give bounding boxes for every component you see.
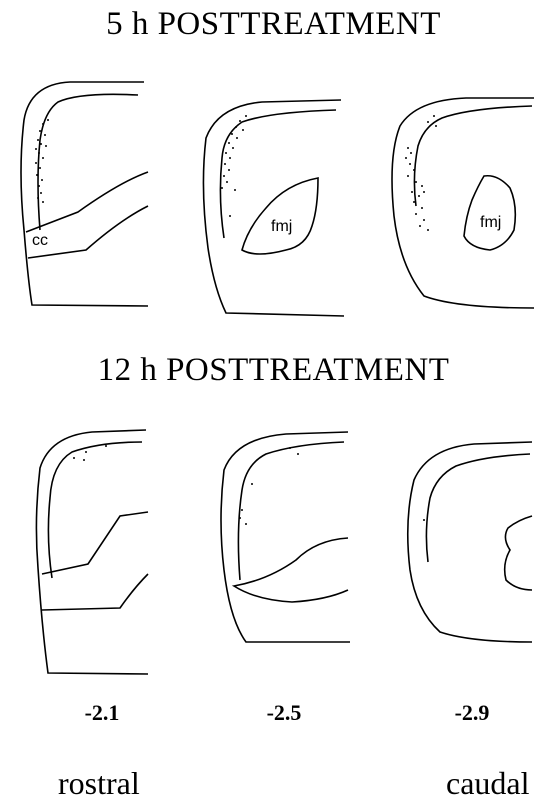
- coordinate-rostral: -2.1: [62, 700, 142, 726]
- title-12h-posttreatment: 12 h POSTTREATMENT: [0, 352, 547, 389]
- direction-rostral: rostral: [58, 765, 140, 802]
- section-12h-caudal: [400, 440, 535, 650]
- section-12h-rostral: [30, 428, 150, 678]
- section-5h-middle: [196, 98, 346, 323]
- label-fmj-middle: fmj: [271, 218, 292, 236]
- title-5h-posttreatment: 5 h POSTTREATMENT: [0, 6, 547, 43]
- section-5h-caudal: [386, 96, 536, 316]
- coordinate-middle: -2.5: [244, 700, 324, 726]
- direction-caudal: caudal: [446, 765, 530, 802]
- section-5h-rostral: [10, 80, 150, 310]
- section-12h-middle: [216, 430, 351, 645]
- coordinate-caudal: -2.9: [432, 700, 512, 726]
- label-cc: cc: [32, 232, 48, 250]
- label-fmj-caudal: fmj: [480, 214, 501, 232]
